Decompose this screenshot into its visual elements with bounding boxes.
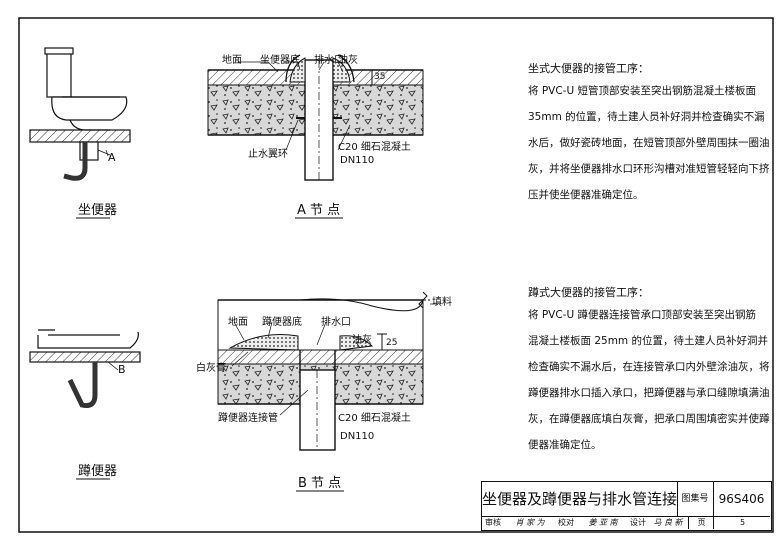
label-marker-b: B: [118, 363, 126, 376]
caption-toilet: 坐便器: [78, 203, 118, 218]
atlas-number: 96S406: [713, 482, 770, 517]
procedure-b-line: 混凝土楼板面 25mm 的位置，待土建人员补好洞并: [528, 335, 768, 347]
node-a-section: [207, 54, 424, 181]
toilet-sketch: [29, 47, 131, 181]
label-floor-a: 地面: [222, 55, 242, 66]
review-signature: 肖 家 为: [515, 518, 545, 527]
procedure-a-title: 坐式大便器的接管工序：: [528, 62, 649, 75]
label-dim-25: 25: [386, 338, 398, 348]
label-marker-a: A: [108, 151, 116, 164]
label-drain-a: 排水口: [314, 55, 344, 66]
procedure-a-line: 灰，并将坐便器排水口环形沟槽对准短管轻轻向下挤: [528, 163, 770, 175]
title-block: 坐便器及蹲便器与排水管连接 图集号 96S406 审核 肖 家 为 校对 姜 亚…: [481, 481, 772, 531]
procedure-b-line: 灰，在蹲便器底填白灰膏，把承口周围填密实并使蹲: [528, 413, 770, 425]
procedure-b-title: 蹲式大便器的接管工序：: [528, 286, 649, 299]
design-signature: 马 良 新: [653, 518, 683, 527]
caption-squat: 蹲便器: [78, 464, 118, 479]
caption-underlines: [76, 217, 344, 492]
label-white-lime: 白灰膏: [196, 363, 226, 374]
procedure-a-text: 将 PVC-U 短管顶部安装至突出钢筋混凝土楼板面 35mm 的位置，待土建人员…: [528, 78, 770, 208]
label-concrete-b: C20 细石混凝土: [338, 413, 411, 424]
label-squat-pipe: 蹲便器连接管: [218, 413, 278, 424]
label-water-ring: 止水翼环: [248, 149, 288, 160]
drawing-title: 坐便器及蹲便器与排水管连接: [482, 482, 678, 517]
label-fill: 填料: [432, 297, 452, 308]
label-dn110-a: DN110: [340, 155, 375, 166]
atlas-label: 图集号: [677, 482, 714, 517]
caption-node-a: A 节 点: [297, 203, 341, 218]
label-putty-b: 油灰: [352, 335, 372, 346]
check-signature: 姜 亚 南: [588, 518, 618, 527]
procedure-a-line: 35mm 的位置，待土建人员补好洞并检查确实不漏: [528, 111, 765, 123]
procedure-b-line: 将 PVC-U 蹲便器连接管承口顶部安装至突出钢筋: [528, 309, 756, 321]
squat-toilet-sketch: [29, 329, 141, 408]
node-b-section: [217, 291, 430, 451]
label-floor-b: 地面: [228, 317, 248, 328]
page-number: 5: [713, 516, 771, 529]
procedure-b-text: 将 PVC-U 蹲便器连接管承口顶部安装至突出钢筋 混凝土楼板面 25mm 的位…: [528, 302, 770, 458]
review-label: 审核: [485, 518, 501, 527]
page-label: 页: [688, 516, 714, 529]
label-dim-35: 35: [374, 72, 386, 82]
procedure-a-line: 水后，做好瓷砖地面，在短管顶部外壁周围抹一圈油: [528, 137, 770, 149]
label-concrete-a: C20 细石混凝土: [338, 142, 411, 153]
label-dn110-b: DN110: [340, 431, 375, 442]
procedure-a-line: 压并使坐便器准确定位。: [528, 189, 644, 201]
design-label: 设计: [630, 518, 646, 527]
label-toilet-base: 坐便器底: [260, 55, 300, 66]
procedure-a-line: 将 PVC-U 短管顶部安装至突出钢筋混凝土楼板面: [528, 85, 756, 97]
caption-node-b: B 节 点: [298, 476, 342, 491]
label-drain-b: 排水口: [321, 317, 351, 328]
label-putty-a: 油灰: [338, 55, 358, 66]
label-squat-base: 蹲便器底: [262, 317, 302, 328]
leader-lines: [105, 61, 438, 416]
check-label: 校对: [558, 518, 574, 527]
procedure-b-line: 检查确实不漏水后，在连接管承口内外壁涂油灰，将: [528, 361, 770, 373]
procedure-b-line: 蹲便器排水口插入承口，把蹲便器与承口缝隙填满油: [528, 387, 770, 399]
procedure-b-line: 便器准确定位。: [528, 439, 602, 451]
